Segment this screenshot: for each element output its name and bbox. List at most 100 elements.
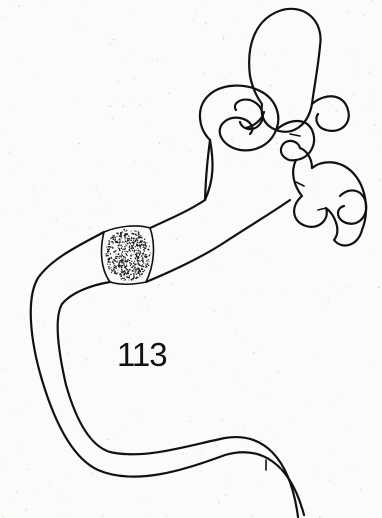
paper-speckle-dot (258, 349, 259, 350)
paper-speckle-dot (379, 179, 380, 180)
stipple-dot (137, 258, 139, 260)
paper-speckle-dot (268, 428, 269, 429)
paper-speckle-dot (27, 469, 28, 470)
stipple-dot (113, 263, 115, 265)
paper-speckle-dot (134, 78, 135, 79)
paper-speckle-dot (375, 128, 376, 129)
paper-speckle-dot (354, 94, 355, 95)
paper-speckle-dot (111, 226, 112, 227)
stipple-dot (115, 267, 116, 268)
stipple-dot (126, 273, 128, 275)
paper-speckle-dot (24, 318, 25, 319)
paper-speckle-dot (17, 167, 18, 168)
paper-speckle-dot (96, 250, 97, 251)
stipple-dot (136, 250, 137, 251)
stipple-dot (133, 244, 135, 246)
stipple-dot (113, 260, 114, 261)
stipple-dot (133, 237, 135, 239)
stipple-dot (129, 238, 131, 240)
paper-speckle-dot (223, 78, 224, 79)
paper-speckle-dot (173, 358, 174, 359)
stipple-dot (126, 276, 128, 278)
stipple-dot (134, 257, 136, 259)
paper-speckle-dot (168, 139, 169, 140)
stipple-dot (135, 246, 136, 247)
stipple-dot (120, 273, 122, 275)
paper-speckle-dot (159, 59, 160, 60)
stipple-dot (143, 244, 145, 246)
stipple-dot (121, 253, 122, 254)
paper-speckle-dot (356, 63, 357, 64)
paper-speckle-dot (330, 90, 331, 91)
paper-speckle-dot (22, 451, 23, 452)
stipple-dot (127, 238, 128, 239)
stipple-dot (127, 259, 129, 261)
upper-duct-top-wall (150, 140, 213, 228)
stipple-dot (125, 253, 126, 254)
stipple-dot (131, 280, 132, 281)
paper-speckle-dot (91, 473, 92, 474)
stipple-dot (122, 251, 124, 253)
paper-speckle-dot (144, 297, 145, 298)
paper-speckle-dot (148, 309, 149, 310)
paper-speckle-dot (277, 148, 278, 149)
stipple-dot (131, 237, 132, 238)
paper-speckle-dot (337, 395, 338, 396)
stipple-dot (108, 249, 109, 250)
stipple-dot (148, 265, 149, 266)
paper-speckle-dot (172, 283, 173, 284)
paper-speckle-dot (368, 105, 369, 106)
paper-speckle-dot (278, 64, 279, 65)
paper-speckle-dot (89, 298, 90, 299)
stipple-dot (132, 248, 134, 250)
stipple-dot (138, 237, 139, 238)
stipple-dot (118, 264, 119, 265)
stipple-dot (107, 252, 108, 253)
paper-speckle-dot (235, 19, 236, 20)
paper-speckle-dot (329, 449, 330, 450)
paper-speckle-dot (41, 5, 42, 6)
paper-speckle-dot (316, 293, 317, 294)
stipple-dot (124, 270, 126, 272)
stipple-dot (121, 269, 123, 271)
stipple-dot (142, 271, 143, 272)
stipple-dot (149, 254, 151, 256)
paper-speckle-dot (351, 468, 352, 469)
stipple-dot (136, 270, 137, 271)
paper-speckle-dot (352, 470, 353, 471)
paper-speckle-dot (168, 93, 169, 94)
stipple-dot (122, 241, 124, 243)
paper-speckle-dot (78, 17, 79, 18)
stipple-dot (134, 277, 135, 278)
stipple-dot (123, 229, 125, 231)
stipple-dot (108, 250, 110, 252)
stipple-dot (113, 238, 114, 239)
paper-speckle-dot (372, 0, 373, 1)
paper-speckle-dot (110, 207, 111, 208)
stipple-dot (137, 235, 138, 236)
paper-speckle-dot (187, 442, 188, 443)
paper-speckle-dot (290, 109, 291, 110)
stipple-dot (109, 242, 110, 243)
stipple-dot (144, 250, 145, 251)
stipple-dot (121, 237, 122, 238)
stipple-dot (120, 240, 121, 241)
paper-speckle-dot (112, 434, 113, 435)
paper-speckle-dot (258, 482, 259, 483)
stipple-dot (121, 278, 123, 280)
stipple-dot (134, 240, 136, 242)
paper-speckle-dot (205, 0, 206, 1)
coil-body-lower (293, 160, 366, 245)
duct-outer-wall (31, 232, 304, 515)
paper-speckle-dot (74, 227, 75, 228)
paper-speckle-dot (166, 515, 167, 516)
stipple-dot (131, 261, 132, 262)
paper-speckle-dot (260, 157, 261, 158)
paper-speckle-dot (190, 151, 191, 152)
stipple-dot (117, 256, 119, 258)
stipple-dot (123, 248, 125, 250)
stipple-dot (121, 254, 122, 255)
paper-speckle-dot (307, 401, 308, 402)
paper-speckle-dot (318, 196, 319, 197)
